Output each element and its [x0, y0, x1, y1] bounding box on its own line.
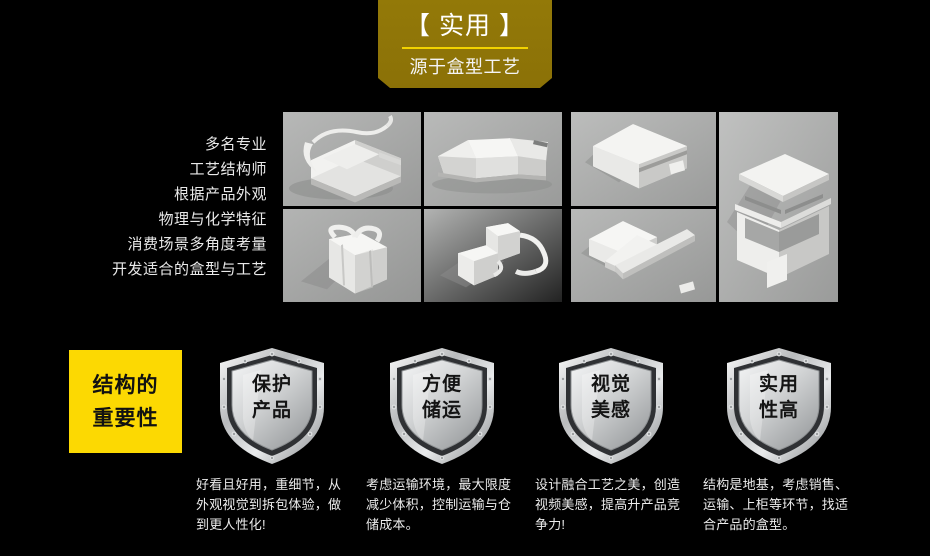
photo-sliding-lid-box-open	[571, 208, 716, 302]
badge-caption: 考虑运输环境，最大限度减少体积，控制运输与仓储成本。	[366, 477, 512, 532]
callout-line: 重要性	[92, 406, 159, 430]
badge-protect-product: 保护 产品 好看且好用，重细节，从外观视觉到拆包体验，做到更人性化!	[188, 345, 356, 535]
photo-grid-right	[571, 112, 838, 302]
badge-caption: 设计融合工艺之美，创造视频美感，提高升产品竞争力!	[535, 477, 681, 532]
intro-line: 开发适合的盒型与工艺	[111, 261, 267, 278]
banner-title: 【 实用 】	[405, 12, 525, 40]
callout-line: 结构的	[92, 373, 159, 397]
intro-line: 多名专业	[204, 136, 267, 153]
intro-line: 消费场景多角度考量	[127, 236, 267, 253]
banner-divider	[402, 47, 528, 49]
photo-tall-open-lid-box	[719, 112, 838, 302]
badge-caption: 结构是地基，考虑销售、运输、上柜等环节，找适合产品的盒型。	[703, 477, 849, 532]
shield-icon: 实用 性高	[720, 345, 838, 467]
structure-importance-callout: 结构的 重要性	[69, 350, 182, 453]
badge-caption: 好看且好用，重细节，从外观视觉到拆包体验，做到更人性化!	[196, 477, 342, 532]
photo-open-box-with-ribbon-angled	[283, 112, 421, 206]
photo-grid-left	[283, 112, 562, 302]
intro-line: 工艺结构师	[189, 161, 267, 178]
intro-line: 根据产品外观	[173, 186, 267, 203]
badge-high-practicality: 实用 性高 结构是地基，考虑销售、运输、上柜等环节，找适合产品的盒型。	[695, 345, 863, 535]
badge-visual-aesthetics: 视觉 美感 设计融合工艺之美，创造视频美感，提高升产品竞争力!	[527, 345, 695, 535]
photo-cube-gift-box-with-bow	[283, 208, 421, 302]
shield-icon: 视觉 美感	[552, 345, 670, 467]
photo-closed-lid-box-with-tab	[571, 112, 716, 206]
banner-subtitle: 源于盒型工艺	[409, 57, 521, 77]
badge-convenient-storage: 方便 储运 考虑运输环境，最大限度减少体积，控制运输与仓储成本。	[358, 345, 526, 535]
photo-stepped-box-with-ribbon	[424, 208, 562, 302]
shield-icon: 保护 产品	[213, 345, 331, 467]
header-banner: 【 实用 】 源于盒型工艺	[378, 0, 552, 88]
intro-line: 物理与化学特征	[158, 211, 267, 228]
photo-sliding-drawer-box-flat	[424, 112, 562, 206]
shield-icon: 方便 储运	[383, 345, 501, 467]
intro-text-column: 多名专业 工艺结构师 根据产品外观 物理与化学特征 消费场景多角度考量 开发适合…	[55, 132, 267, 282]
